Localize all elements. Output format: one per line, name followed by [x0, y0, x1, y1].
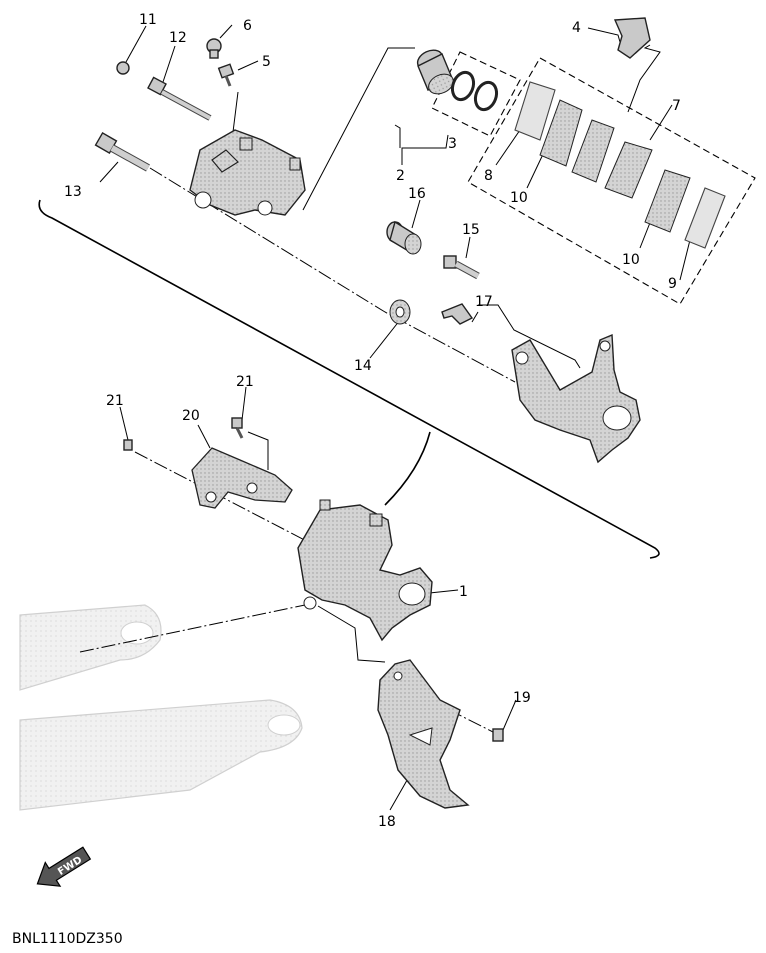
callout-12: 11	[139, 12, 157, 28]
callout-8: 8	[484, 168, 493, 184]
part-11-bolt	[147, 76, 212, 121]
part-5-bleeder-screw	[217, 63, 235, 87]
callout-5: 5	[262, 54, 271, 70]
diagram-code: BNL1110DZ350	[12, 931, 123, 947]
callout-9: 9	[668, 276, 677, 292]
callout-21-a: 21	[236, 374, 254, 390]
callout-21-b: 21	[106, 393, 124, 409]
callout-16: 16	[408, 186, 426, 202]
callout-18: 18	[378, 814, 396, 830]
part-2-piston	[416, 49, 454, 95]
caliper-bracket-upper	[189, 129, 306, 216]
assembly-pointer-line	[384, 431, 431, 506]
part-18-caliper-guard	[377, 659, 470, 809]
assembly-divider-line	[38, 199, 660, 559]
callout-4: 4	[572, 20, 581, 36]
swingarm-ghost-lower	[19, 699, 303, 811]
callout-15: 15	[462, 222, 480, 238]
part-4-pad-spring	[613, 17, 651, 59]
part-3-seals	[450, 70, 499, 112]
pad-kit-box	[467, 57, 756, 305]
brake-pads-set	[514, 81, 726, 249]
fwd-arrow-icon: FWD	[36, 846, 92, 887]
part-1-caliper-assembly	[297, 499, 433, 642]
part-21-screw-a	[123, 439, 133, 451]
callout-19: 19	[513, 690, 531, 706]
part-6-bleeder-cap	[206, 38, 222, 59]
part-20-bracket	[191, 447, 293, 509]
callout-10-a: 10	[510, 190, 528, 206]
callout-11: 12	[169, 30, 187, 46]
callout-20: 20	[182, 408, 200, 424]
callout-10-b: 10	[622, 252, 640, 268]
callout-labels: 11 6 5 12 4 7 3 2 8 10 10 9 13 16 15 17 …	[64, 12, 681, 830]
part-13-pin	[94, 131, 150, 172]
center-line-swingarm	[79, 604, 306, 653]
callout-14: 14	[354, 358, 372, 374]
callout-7: 7	[672, 98, 681, 114]
part-16-sleeve	[386, 220, 422, 255]
callout-2: 2	[396, 168, 405, 184]
center-line-20	[134, 451, 321, 549]
swingarm-ghost-upper	[19, 604, 162, 691]
callout-17: 17	[475, 294, 493, 310]
callout-3: 3	[448, 136, 457, 152]
callout-1: 1	[459, 584, 468, 600]
caliper-bracket-right	[511, 333, 641, 464]
part-12-nut	[116, 61, 130, 75]
part-17-clip	[441, 303, 474, 325]
center-line-19	[389, 679, 496, 734]
callout-13: 13	[64, 184, 82, 200]
center-line-13	[149, 167, 516, 383]
part-15-pin	[443, 255, 480, 280]
callout-6: 6	[243, 18, 252, 34]
part-14-boot	[389, 299, 411, 325]
part-19-bolt	[492, 728, 504, 742]
part-21-screw-b	[231, 417, 244, 439]
